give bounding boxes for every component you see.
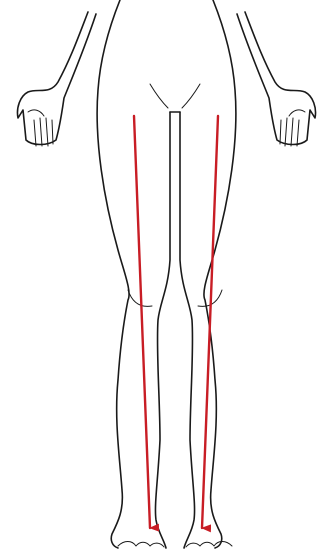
left-arm xyxy=(17,12,96,146)
arrows xyxy=(134,116,218,528)
left-inner-leg-outline xyxy=(155,112,170,548)
right-inner-leg-outline xyxy=(180,112,195,548)
right-arm-outline xyxy=(237,12,316,145)
body xyxy=(97,0,236,548)
left-hand-thumb xyxy=(28,110,44,116)
left-hand-fingers xyxy=(34,118,53,146)
right-hand-thumb xyxy=(289,110,305,116)
left-leg-arrow xyxy=(134,116,150,528)
left-side-outline xyxy=(97,0,129,548)
left-arm-outline xyxy=(17,12,96,145)
right-arm xyxy=(237,12,316,146)
right-hand-fingers xyxy=(280,118,299,146)
right-side-outline xyxy=(204,0,236,548)
right-groin-line xyxy=(182,84,200,108)
left-foot-toes xyxy=(118,542,164,548)
right-leg-arrow xyxy=(202,116,218,528)
right-foot-toes xyxy=(186,542,232,548)
left-groin-line xyxy=(150,84,168,108)
